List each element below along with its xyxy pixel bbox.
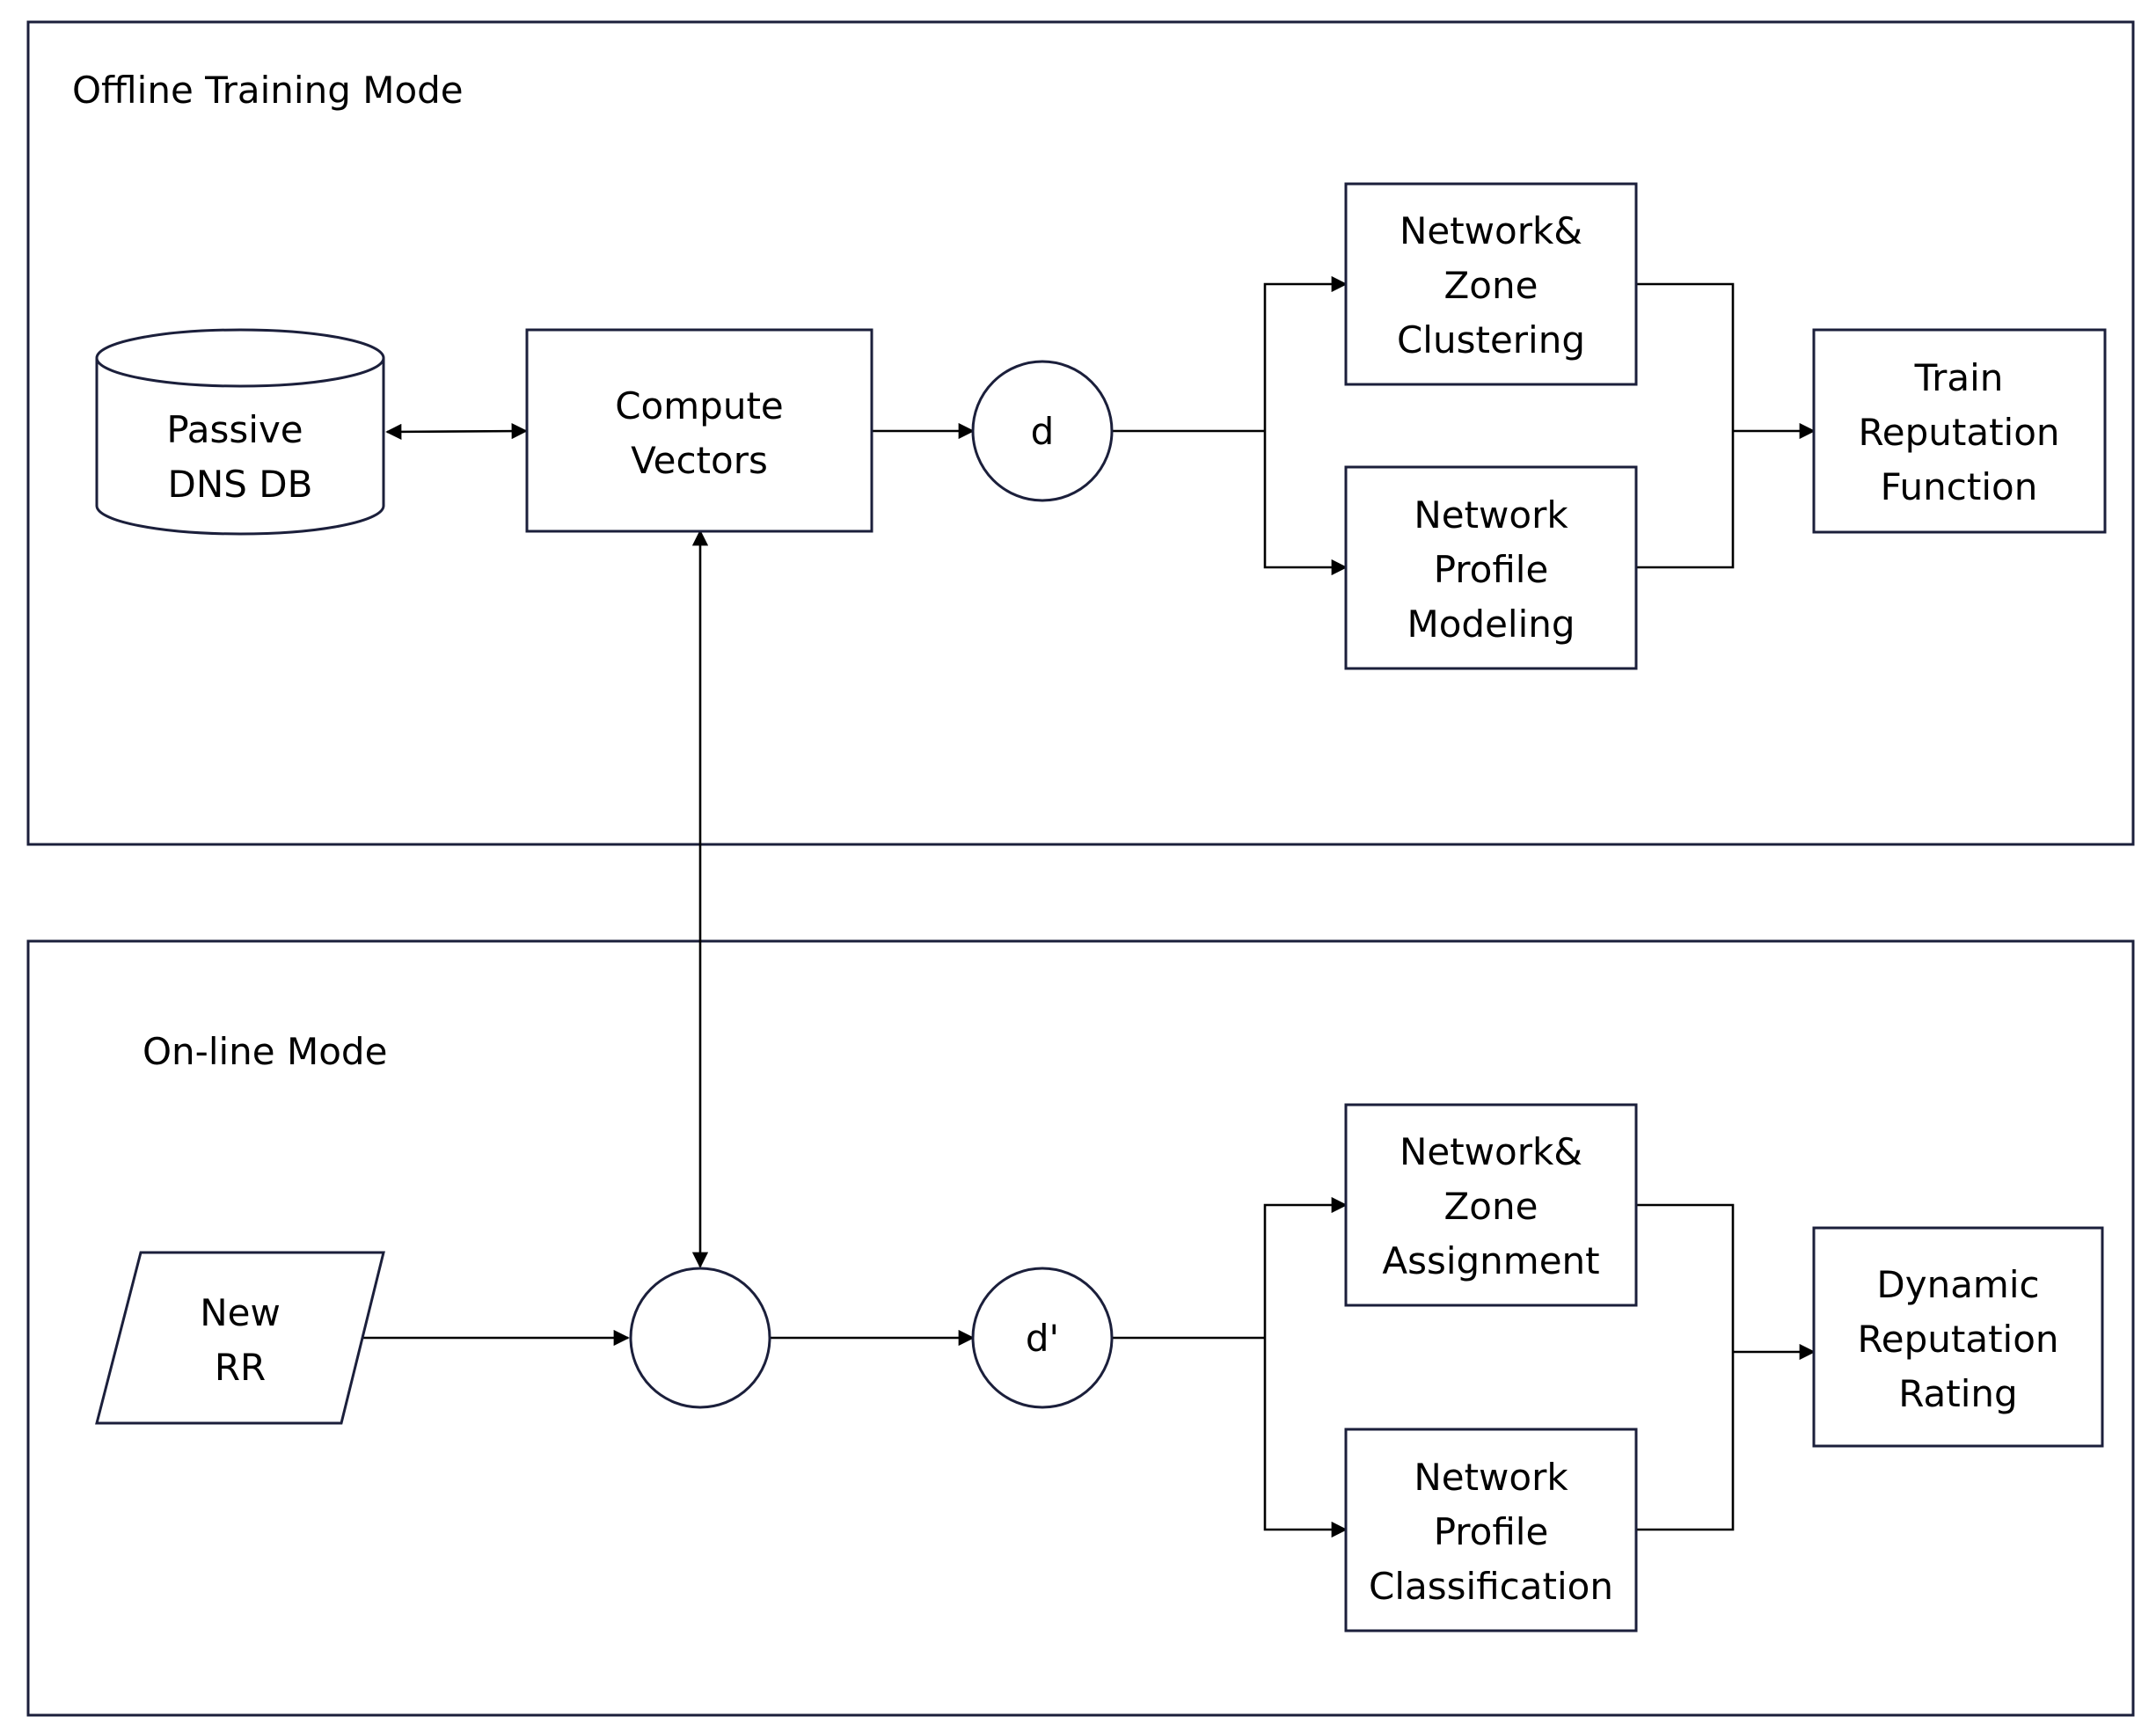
assignment-label-3: Assignment — [1382, 1239, 1599, 1282]
train-reputation-function-box: Train Reputation Function — [1812, 328, 2107, 534]
dynamic-label-2: Reputation — [1857, 1318, 2058, 1361]
d-prime-label: d' — [1026, 1317, 1059, 1360]
new-rr-parallelogram: New RR — [95, 1251, 385, 1425]
dynamic-label-3: Rating — [1898, 1372, 2017, 1415]
compute-vectors-label-1: Compute — [615, 384, 784, 427]
offline-panel-title: Offline Training Mode — [72, 69, 464, 112]
assignment-label-2: Zone — [1444, 1185, 1538, 1228]
clustering-label-2: Zone — [1444, 264, 1538, 307]
network-zone-assignment-box: Network& Zone Assignment — [1344, 1103, 1638, 1307]
compute-vectors-box: Compute Vectors — [525, 328, 873, 533]
train-label-2: Reputation — [1858, 411, 2059, 454]
modeling-label-3: Modeling — [1407, 603, 1575, 646]
clustering-merge-line — [1636, 282, 1735, 569]
passive-dns-db-cylinder: Passive DNS DB — [95, 328, 385, 536]
dynamic-reputation-rating-box: Dynamic Reputation Rating — [1812, 1226, 2104, 1448]
branch-to-assignment-arrow — [1263, 1196, 1348, 1338]
train-label-1: Train — [1914, 356, 2004, 399]
clustering-label-3: Clustering — [1397, 318, 1585, 362]
branch-to-clustering-arrow — [1263, 275, 1348, 431]
branch-to-classification-arrow — [1263, 1338, 1348, 1538]
network-zone-clustering-box: Network& Zone Clustering — [1344, 182, 1638, 386]
modeling-label-1: Network — [1414, 493, 1568, 537]
offline-panel — [26, 20, 2135, 846]
new-rr-label-2: RR — [215, 1346, 266, 1389]
branch-to-modeling-arrow — [1263, 431, 1348, 576]
passive-dns-label-2: DNS DB — [168, 463, 313, 506]
modeling-label-2: Profile — [1434, 548, 1549, 591]
dns-compute-link — [385, 423, 528, 440]
clustering-label-1: Network& — [1400, 209, 1582, 252]
assignment-label-1: Network& — [1400, 1130, 1582, 1173]
new-rr-label-1: New — [200, 1291, 281, 1334]
train-label-3: Function — [1881, 465, 2038, 508]
online-vector-node — [629, 1267, 771, 1409]
compute-vectors-label-2: Vectors — [631, 439, 768, 482]
d-prime-node: d' — [971, 1267, 1114, 1409]
passive-dns-label-1: Passive — [166, 408, 303, 451]
online-panel-title: On-line Mode — [143, 1030, 387, 1073]
d-label: d — [1031, 410, 1055, 453]
d-node: d — [971, 360, 1114, 502]
classification-label-3: Classification — [1369, 1565, 1613, 1608]
assignment-merge-line — [1636, 1203, 1735, 1531]
dynamic-label-1: Dynamic — [1876, 1263, 2039, 1306]
network-profile-modeling-box: Network Profile Modeling — [1344, 465, 1638, 670]
network-profile-classification-box: Network Profile Classification — [1344, 1428, 1638, 1632]
classification-label-2: Profile — [1434, 1510, 1549, 1553]
online-panel — [26, 939, 2135, 1717]
classification-label-1: Network — [1414, 1456, 1568, 1499]
